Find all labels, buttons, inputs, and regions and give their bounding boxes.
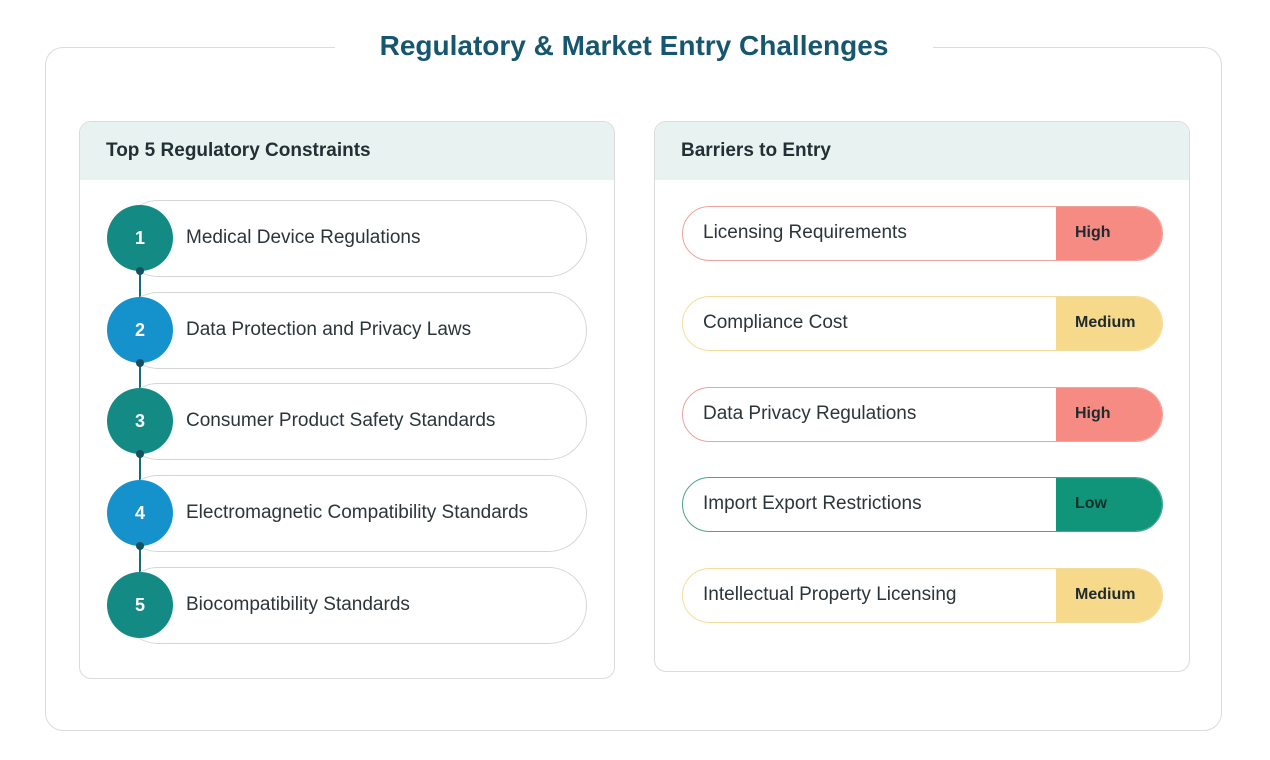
barrier-label: Licensing Requirements [703, 222, 907, 243]
regulatory-constraints-heading: Top 5 Regulatory Constraints [80, 122, 614, 180]
step-number-badge: 3 [107, 388, 173, 454]
barrier-item-5: Intellectual Property Licensing Medium [682, 568, 1163, 623]
constraint-item-2 [120, 292, 587, 369]
barrier-label: Intellectual Property Licensing [703, 584, 957, 605]
constraint-item-1 [120, 200, 587, 277]
severity-badge: High [1056, 207, 1162, 260]
barriers-heading: Barriers to Entry [655, 122, 1189, 180]
constraint-label: Data Protection and Privacy Laws [186, 319, 472, 340]
constraint-label: Biocompatibility Standards [186, 594, 410, 615]
barrier-label: Import Export Restrictions [703, 493, 922, 514]
connector-dot [136, 450, 144, 458]
severity-badge: High [1056, 388, 1162, 441]
connector-dot [136, 267, 144, 275]
barrier-item-2: Compliance Cost Medium [682, 296, 1163, 351]
constraint-label: Medical Device Regulations [186, 227, 421, 248]
severity-badge: Medium [1056, 297, 1162, 350]
barrier-item-1: Licensing Requirements High [682, 206, 1163, 261]
severity-badge: Low [1056, 478, 1162, 531]
connector-dot [136, 542, 144, 550]
severity-badge: Medium [1056, 569, 1162, 622]
constraint-label: Consumer Product Safety Standards [186, 410, 496, 431]
connector-dot [136, 359, 144, 367]
constraint-item-5 [120, 567, 587, 644]
page-title: Regulatory & Market Entry Challenges [335, 26, 933, 66]
barrier-item-4: Import Export Restrictions Low [682, 477, 1163, 532]
constraint-label: Electromagnetic Compatibility Standards [186, 502, 529, 523]
barrier-item-3: Data Privacy Regulations High [682, 387, 1163, 442]
barrier-label: Compliance Cost [703, 312, 848, 333]
constraint-item-3 [120, 383, 587, 460]
step-number-badge: 4 [107, 480, 173, 546]
step-number-badge: 2 [107, 297, 173, 363]
barrier-label: Data Privacy Regulations [703, 403, 917, 424]
step-number-badge: 1 [107, 205, 173, 271]
step-number-badge: 5 [107, 572, 173, 638]
